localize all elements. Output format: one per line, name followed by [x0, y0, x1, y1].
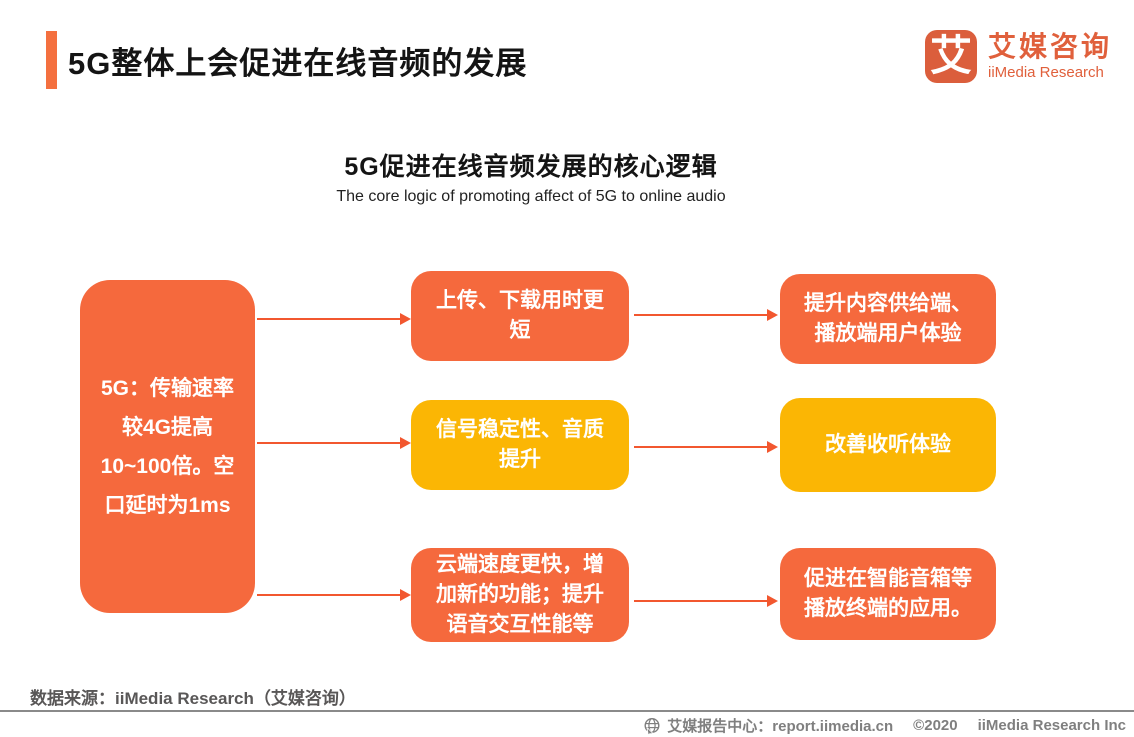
logo-text: 艾媒咨询 iiMedia Research [987, 30, 1112, 81]
node-upload-download-time: 上传、下载用时更 短 [411, 271, 629, 361]
arrow-mid2-to-result2 [634, 441, 778, 453]
data-source-note: 数据来源：iiMedia Research（艾媒咨询） [30, 689, 356, 708]
node-content-user-experience: 提升内容供给端、 播放端用户体验 [780, 274, 996, 364]
page-title: 5G整体上会促进在线音频的发展 [68, 46, 528, 81]
logo-name-en: iiMedia Research [987, 63, 1104, 81]
footer-copyright: ©2020 [913, 717, 958, 734]
diagram-subtitle-en: The core logic of promoting affect of 5G… [336, 188, 726, 205]
arrow-mid1-to-result1 [634, 309, 778, 321]
node-cloud-speed-voice: 云端速度更快，增 加新的功能；提升 语音交互性能等 [411, 548, 629, 642]
footer: 艾媒报告中心：report.iimedia.cn ©2020 iiMedia R… [643, 715, 1126, 736]
logo: 艾 艾媒咨询 iiMedia Research [924, 30, 1112, 83]
node-smart-speaker-application: 促进在智能音箱等 播放终端的应用。 [780, 548, 996, 640]
footer-company: iiMedia Research Inc [977, 717, 1126, 734]
logo-icon-glyph: 艾 [929, 31, 972, 79]
node-signal-sound-quality: 信号稳定性、音质 提升 [411, 400, 629, 490]
footer-report-center: 艾媒报告中心：report.iimedia.cn [667, 718, 894, 735]
logo-name-cn: 艾媒咨询 [987, 30, 1112, 62]
node-5g-source: 5G：传输速率 较4G提高 10~100倍。空 口延时为1ms [80, 280, 255, 613]
arrow-source-to-mid2 [257, 437, 411, 449]
footer-divider [0, 710, 1134, 712]
title-accent-bar [46, 31, 57, 89]
diagram-heading: 5G促进在线音频发展的核心逻辑 The core logic of promot… [0, 147, 1062, 206]
iimedia-logo-icon: 艾 [924, 30, 977, 83]
arrow-source-to-mid1 [257, 313, 411, 325]
globe-cursor-icon [644, 717, 660, 735]
node-listening-experience: 改善收听体验 [780, 398, 996, 492]
arrow-source-to-mid3 [257, 589, 411, 601]
diagram-title: 5G促进在线音频发展的核心逻辑 [344, 153, 718, 181]
arrow-mid3-to-result3 [634, 595, 778, 607]
